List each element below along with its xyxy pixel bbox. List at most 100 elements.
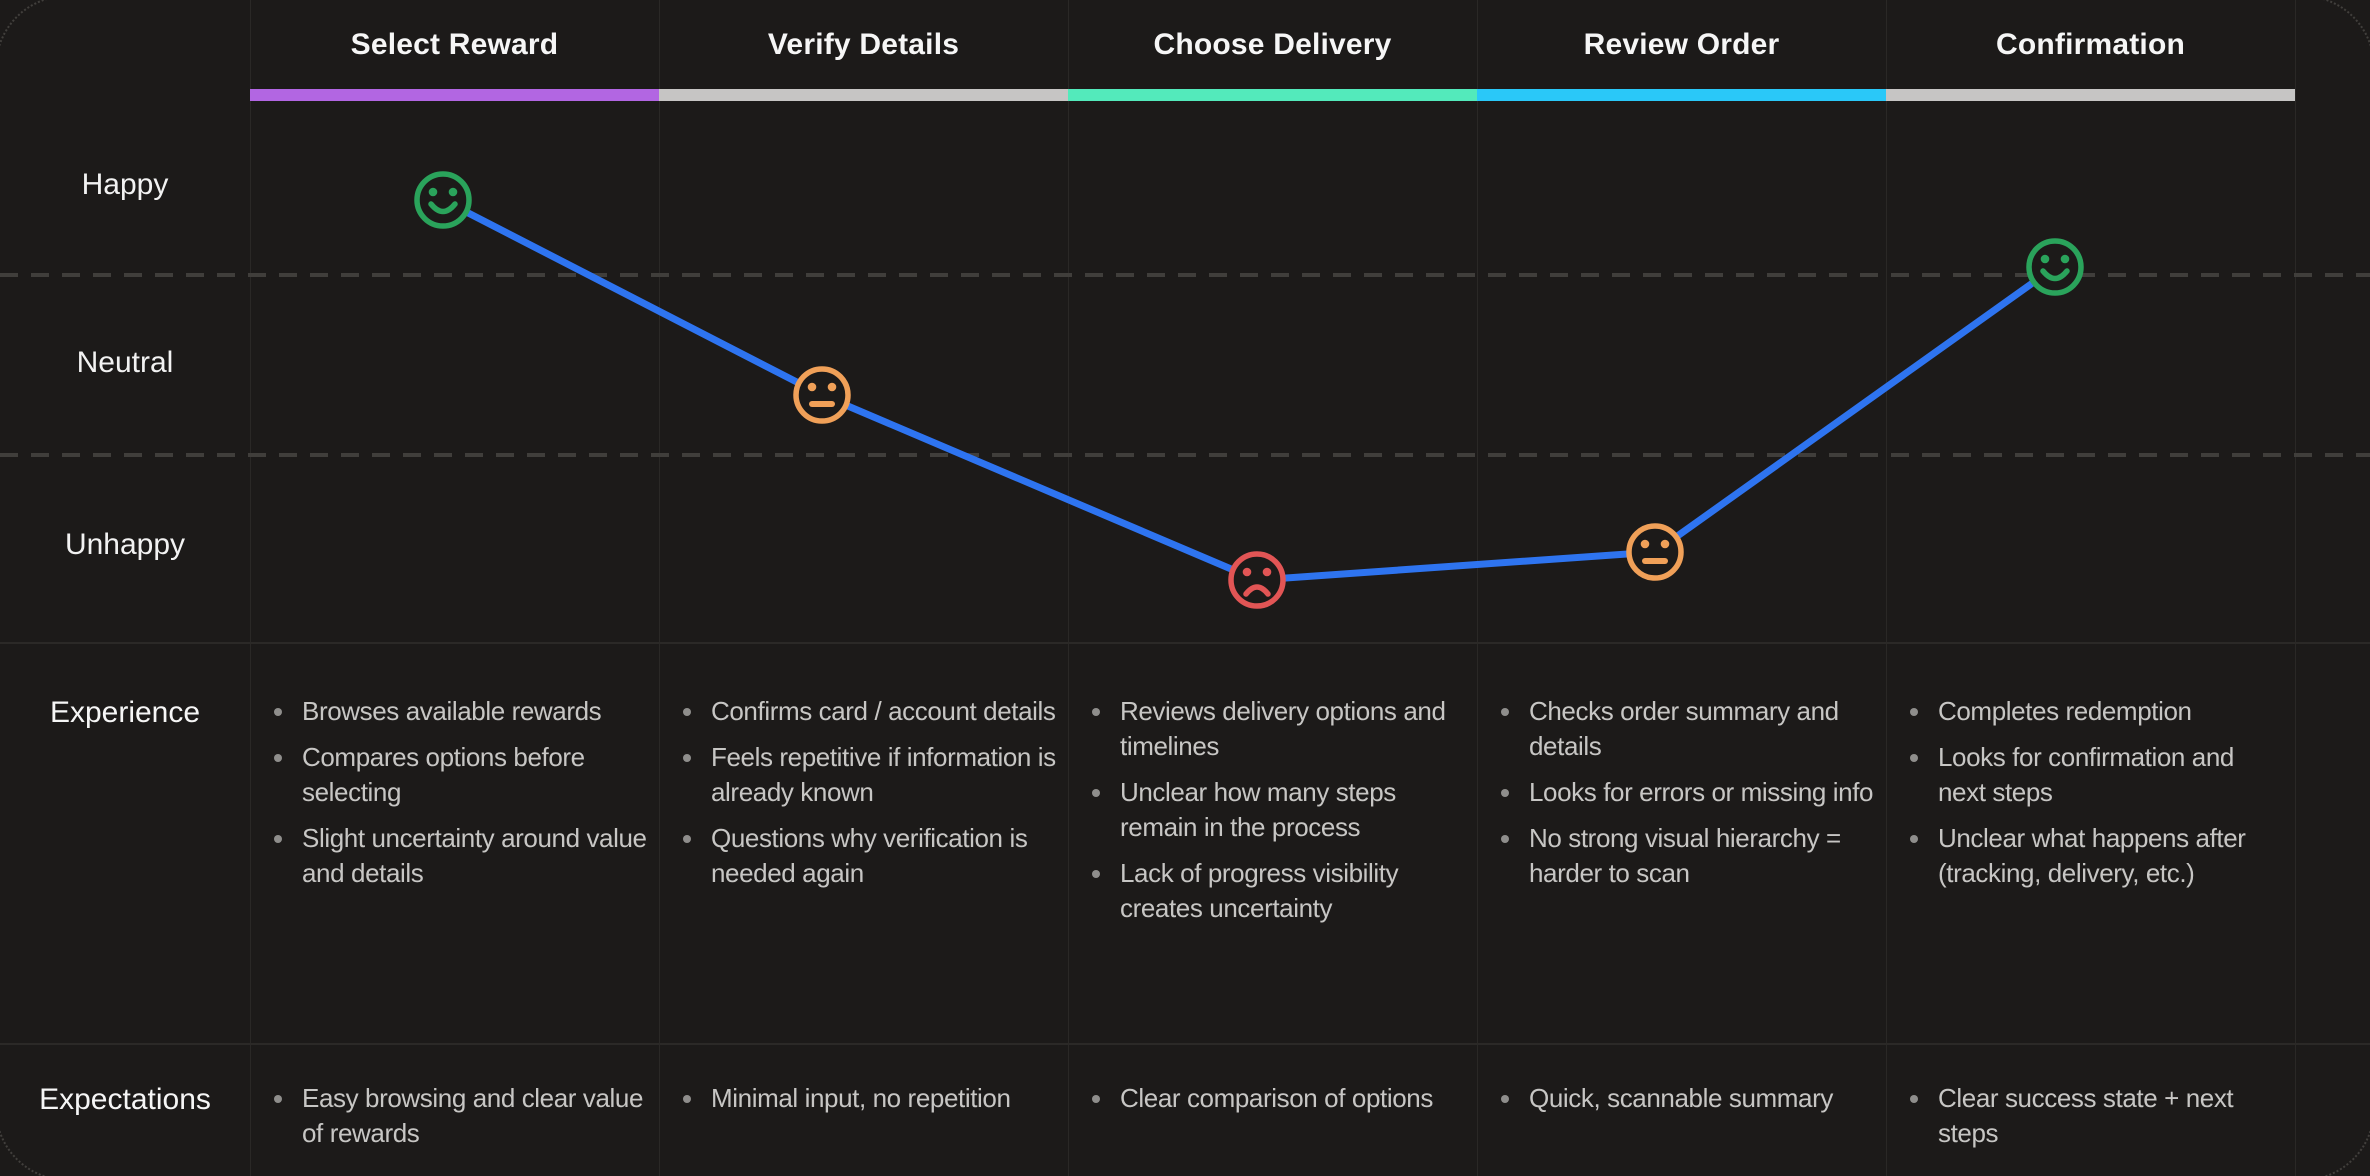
list-item: Clear success state + next steps xyxy=(1886,1081,2295,1151)
stage-title: Select Reward xyxy=(350,27,559,61)
journey-cell: Easy browsing and clear value of rewards xyxy=(250,1081,659,1162)
stage-title: Confirmation xyxy=(1995,27,2186,61)
list-item: Lack of progress visibility creates unce… xyxy=(1068,856,1477,926)
emotion-curve-line xyxy=(441,196,2058,584)
row-label-expectations: Expectations xyxy=(39,1083,211,1116)
journey-cell: Clear comparison of options xyxy=(1068,1081,1477,1162)
stage-color-bar xyxy=(1477,89,1886,101)
bullet-icon xyxy=(1092,1095,1100,1103)
bullet-text: Confirms card / account details xyxy=(711,696,1056,726)
column-divider xyxy=(1886,0,1887,1176)
stage-column-confirmation: Confirmation xyxy=(1886,0,2295,101)
stage-color-bar xyxy=(659,89,1068,101)
bullet-icon xyxy=(1501,708,1509,716)
stage-title: Verify Details xyxy=(767,27,960,61)
neutral-face-icon-review-order xyxy=(1626,523,1684,581)
bullet-icon xyxy=(1501,835,1509,843)
bullet-text: Checks order summary and details xyxy=(1529,696,1839,761)
bullet-text: Completes redemption xyxy=(1938,696,2192,726)
list-item: Quick, scannable summary xyxy=(1477,1081,1886,1116)
list-item: Feels repetitive if information is alrea… xyxy=(659,740,1068,810)
bullet-text: Clear comparison of options xyxy=(1120,1083,1433,1113)
mood-label-happy: Happy xyxy=(81,168,169,201)
bullet-text: Reviews delivery options and timelines xyxy=(1120,696,1446,761)
list-item: Confirms card / account details xyxy=(659,694,1068,729)
bullet-icon xyxy=(1501,789,1509,797)
bullet-text: Easy browsing and clear value of rewards xyxy=(302,1083,644,1148)
stage-color-bar xyxy=(1068,89,1477,101)
journey-cell: Clear success state + next steps xyxy=(1886,1081,2295,1162)
stage-header-row: Select Reward Verify Details Choose Delive… xyxy=(250,0,2295,101)
list-item: Looks for confirmation and next steps xyxy=(1886,740,2295,810)
column-divider xyxy=(2295,0,2296,1176)
bullet-icon xyxy=(274,708,282,716)
mood-label-unhappy: Unhappy xyxy=(64,528,186,561)
bullet-icon xyxy=(1910,1095,1918,1103)
bullet-text: Compares options before selecting xyxy=(302,742,585,807)
list-item: Minimal input, no repetition xyxy=(659,1081,1068,1116)
list-item: Unclear what happens after (tracking, de… xyxy=(1886,821,2295,891)
smile-face-icon-confirmation xyxy=(2026,238,2084,296)
list-item: Easy browsing and clear value of rewards xyxy=(250,1081,659,1151)
bullet-icon xyxy=(1092,708,1100,716)
bullet-icon xyxy=(683,835,691,843)
bullet-list: Clear success state + next steps xyxy=(1886,1081,2295,1151)
bullet-icon xyxy=(1910,754,1918,762)
bullet-text: Questions why verification is needed aga… xyxy=(711,823,1028,888)
bullet-icon xyxy=(274,1095,282,1103)
list-item: Reviews delivery options and timelines xyxy=(1068,694,1477,764)
row-divider xyxy=(0,1043,2370,1045)
stage-color-bar xyxy=(250,89,659,101)
stage-title: Review Order xyxy=(1583,27,1780,61)
bullet-icon xyxy=(1910,708,1918,716)
journey-cell: Minimal input, no repetition xyxy=(659,1081,1068,1162)
list-item: Checks order summary and details xyxy=(1477,694,1886,764)
list-item: Clear comparison of options xyxy=(1068,1081,1477,1116)
column-divider xyxy=(1068,0,1069,1176)
bullet-text: Looks for confirmation and next steps xyxy=(1938,742,2234,807)
stage-column-review-order: Review Order xyxy=(1477,0,1886,101)
bullet-text: Looks for errors or missing info xyxy=(1529,777,1874,807)
bullet-text: Browses available rewards xyxy=(302,696,602,726)
smile-face-icon-select-reward xyxy=(414,171,472,229)
list-item: Completes redemption xyxy=(1886,694,2295,729)
column-divider xyxy=(659,0,660,1176)
mood-band-divider xyxy=(0,453,2370,457)
bullet-icon xyxy=(683,754,691,762)
bullet-text: Unclear how many steps remain in the pro… xyxy=(1120,777,1396,842)
bullet-icon xyxy=(683,708,691,716)
bullet-text: Unclear what happens after (tracking, de… xyxy=(1938,823,2246,888)
list-item: Looks for errors or missing info xyxy=(1477,775,1886,810)
bullet-icon xyxy=(1501,1095,1509,1103)
stage-column-verify-details: Verify Details xyxy=(659,0,1068,101)
column-divider xyxy=(250,0,251,1176)
bullet-text: Quick, scannable summary xyxy=(1529,1083,1833,1113)
bullet-list: Clear comparison of options xyxy=(1068,1081,1477,1116)
bullet-icon xyxy=(1910,835,1918,843)
column-divider xyxy=(1477,0,1478,1176)
bullet-text: Clear success state + next steps xyxy=(1938,1083,2234,1148)
list-item: Browses available rewards xyxy=(250,694,659,729)
mood-band-divider xyxy=(0,273,2370,277)
bullet-text: Minimal input, no repetition xyxy=(711,1083,1011,1113)
list-item: Compares options before selecting xyxy=(250,740,659,810)
bullet-list: Easy browsing and clear value of rewards xyxy=(250,1081,659,1151)
stage-column-choose-delivery: Choose Delivery xyxy=(1068,0,1477,101)
mood-label-neutral: Neutral xyxy=(76,346,174,379)
bullet-text: Lack of progress visibility creates unce… xyxy=(1120,858,1399,923)
bullet-text: Slight uncertainty around value and deta… xyxy=(302,823,647,888)
neutral-face-icon-verify-details xyxy=(793,366,851,424)
row-label-experience: Experience xyxy=(49,696,201,729)
